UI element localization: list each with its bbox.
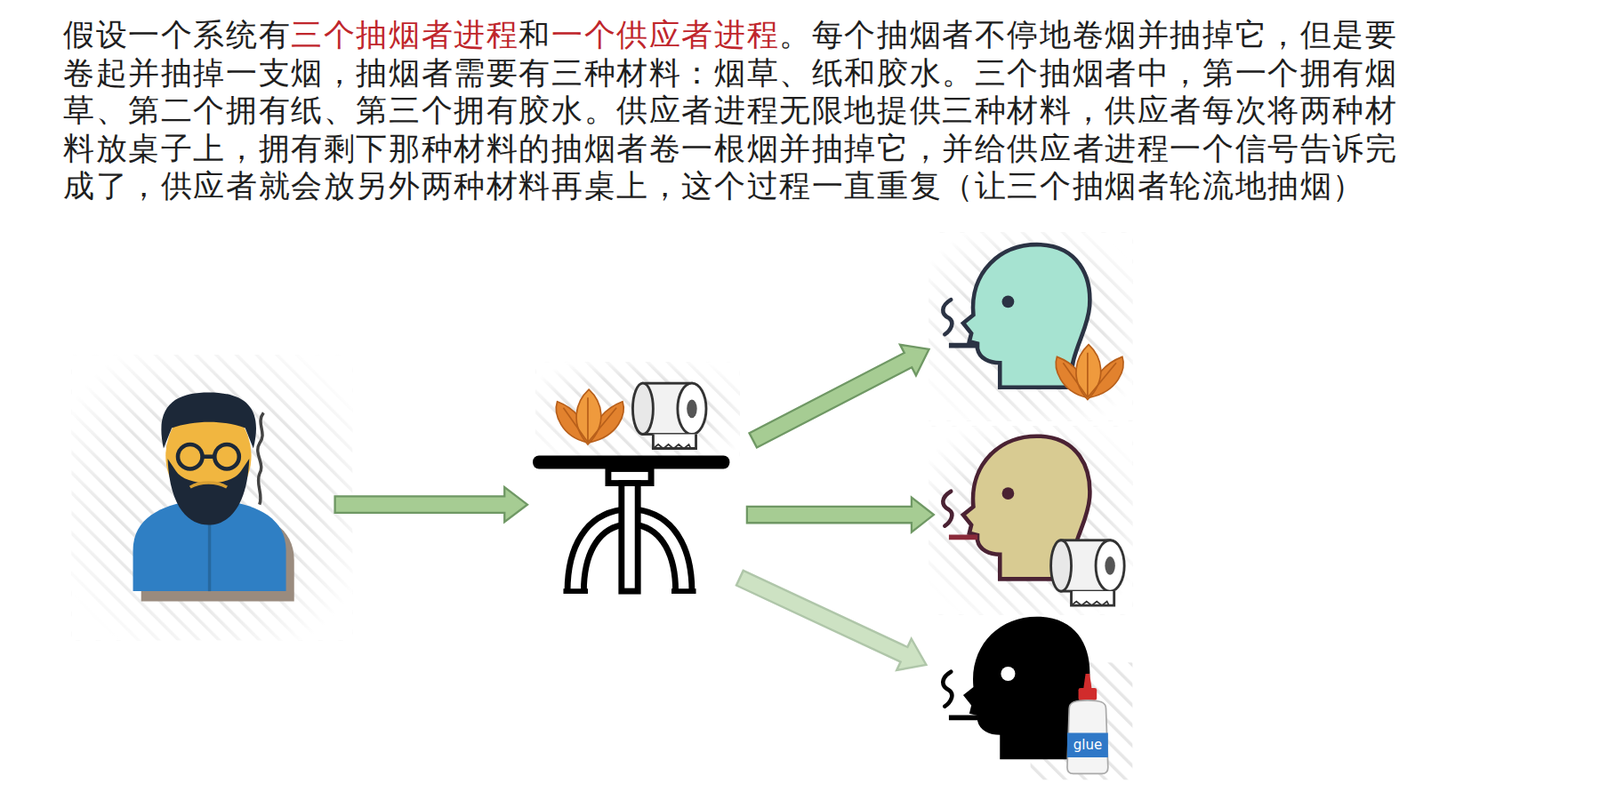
problem-text: 假设一个系统有三个抽烟者进程和一个供应者进程。每个抽烟者不停地卷烟并抽掉它，但是… <box>63 16 1407 206</box>
highlight-text: 三个抽烟者进程 <box>290 16 519 53</box>
body-text: 和 <box>518 16 552 53</box>
glue-label: glue <box>1061 736 1115 755</box>
highlight-text: 一个供应者进程 <box>551 16 780 53</box>
supplier-figure <box>133 392 295 602</box>
arrow <box>745 334 938 457</box>
smoker-paper <box>942 436 1125 606</box>
table <box>532 383 730 592</box>
smoker-glue <box>942 617 1109 775</box>
arrow <box>747 498 934 533</box>
smoker-tobacco <box>942 244 1124 400</box>
arrow <box>732 562 934 682</box>
body-text: 假设一个系统有 <box>63 16 291 53</box>
bottle-label: glue <box>1073 737 1102 754</box>
arrow <box>335 487 528 523</box>
